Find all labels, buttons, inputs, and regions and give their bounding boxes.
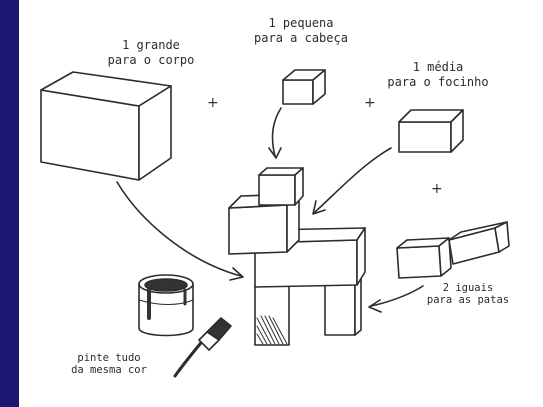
medium-box-icon (398, 109, 464, 153)
arrow-icon (368, 285, 424, 313)
head-label-line1: 1 pequena (268, 16, 334, 30)
legs-label-line2: para as patas (426, 294, 510, 306)
body-label-line2: para o corpo (107, 53, 195, 67)
snout-label-line1: 1 média (412, 60, 464, 74)
legs-label: 2 iguais para as patas (423, 282, 513, 306)
head-label: 1 pequena para a cabeça (241, 16, 361, 46)
leg-box-icon (448, 221, 510, 265)
plus-sign: + (207, 95, 219, 111)
assembled-figure (228, 167, 366, 346)
illustration-sheet: 1 grande para o corpo 1 pequena para a c… (19, 0, 543, 407)
leg-box-icon (396, 237, 452, 279)
head-label-line2: para a cabeça (254, 31, 348, 45)
small-box-icon (282, 69, 326, 105)
large-box-icon (40, 71, 172, 181)
paint-label-line2: da mesma cor (71, 364, 147, 376)
snout-label: 1 média para o focinho (383, 60, 493, 90)
arrow-icon (312, 147, 392, 215)
paint-label-line1: pinte tudo (77, 352, 141, 364)
plus-sign: + (364, 95, 376, 111)
body-label: 1 grande para o corpo (91, 38, 211, 68)
arrow-icon (268, 107, 282, 159)
body-label-line1: 1 grande (122, 38, 180, 52)
paint-brush-icon (173, 317, 232, 378)
paint-label: pinte tudo da mesma cor (59, 352, 159, 376)
legs-label-line1: 2 iguais (442, 282, 494, 294)
craft-diagram (40, 69, 510, 378)
paint-can-icon (138, 274, 194, 337)
snout-label-line2: para o focinho (387, 75, 489, 89)
arrow-icon (116, 181, 244, 281)
plus-sign: + (431, 181, 443, 197)
